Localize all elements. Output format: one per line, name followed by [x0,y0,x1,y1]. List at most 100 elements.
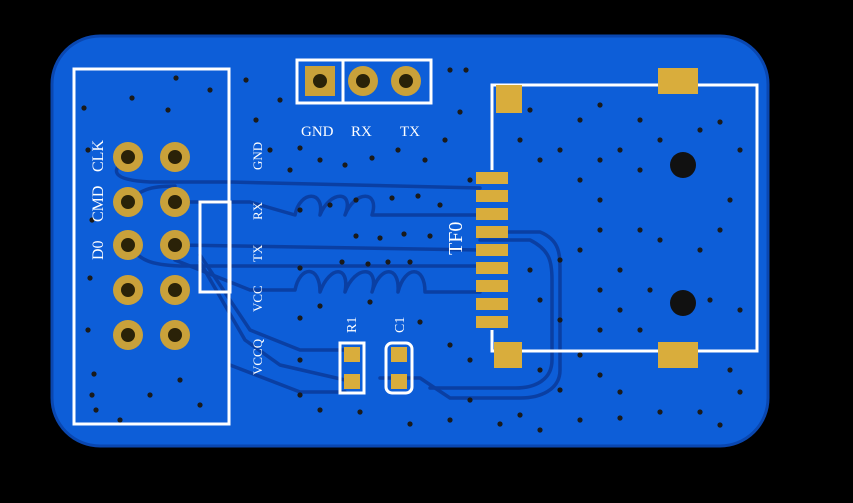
connector-pad-hole [121,328,135,342]
via [297,207,303,213]
via [407,421,413,427]
via [417,319,423,325]
connector-pad-hole [121,238,135,252]
via [717,227,723,233]
label-r1: R1 [345,317,360,333]
via [317,157,323,163]
label-rx-side: RX [250,201,265,220]
via [389,195,395,201]
via [467,357,473,363]
via [427,233,433,239]
via-array [81,67,743,433]
via [447,67,453,73]
c1-pad-top [391,347,407,362]
tf-shield-pad-tr [658,68,698,94]
via [129,95,135,101]
via [697,247,703,253]
via [577,247,583,253]
via [197,402,203,408]
via [317,407,323,413]
via [577,417,583,423]
connector-pad-hole [168,150,182,164]
via [297,392,303,398]
r1-pad-bottom [344,374,360,389]
tf-contact-pad [476,226,508,238]
via [697,127,703,133]
via [401,231,407,237]
connector-pad-hole [168,283,182,297]
via [297,357,303,363]
via [385,259,391,265]
tf-shield-pad-tl [496,85,522,113]
via [557,387,563,393]
via [395,147,401,153]
tf-shield-pad-bl [494,342,522,368]
tf-contact-pad [476,172,508,184]
connector-pad-hole [168,328,182,342]
via [597,157,603,163]
via [147,392,153,398]
via [89,217,95,223]
via [342,162,348,168]
tf-contact-pad [476,280,508,292]
tf-contact-pad [476,190,508,202]
via [297,315,303,321]
label-vcc-side: VCC [250,285,265,312]
c1-pad-bottom [391,374,407,389]
via [467,177,473,183]
tf-mount-hole-top [670,152,696,178]
top-header-pin1-hole [313,74,327,88]
via [557,147,563,153]
label-c1: C1 [393,317,408,333]
via [447,342,453,348]
top-header-outline [295,58,433,105]
via [737,389,743,395]
via [657,137,663,143]
via [89,392,95,398]
via [737,147,743,153]
via [165,107,171,113]
via [267,147,273,153]
connector-pads [113,142,190,350]
top-header-pin2-hole [356,74,370,88]
tf-contact-pads [476,172,508,328]
via [597,287,603,293]
via [117,417,123,423]
via [369,155,375,161]
via [707,297,713,303]
via [557,257,563,263]
via [727,197,733,203]
via [442,137,448,143]
via [537,367,543,373]
via [577,352,583,358]
via [727,367,733,373]
via [577,177,583,183]
via [353,197,359,203]
via [527,107,533,113]
via [597,102,603,108]
via [537,427,543,433]
via [243,77,249,83]
via [527,267,533,273]
via [717,119,723,125]
tf-contact-pad [476,262,508,274]
tf-contact-pad [476,208,508,220]
tf-socket-outline [490,83,759,353]
via [339,259,345,265]
via [637,167,643,173]
header-label-gnd: GND [301,124,334,140]
via [447,417,453,423]
via [617,147,623,153]
via [353,233,359,239]
tf-mount-hole-bottom [670,290,696,316]
via [597,372,603,378]
via [457,109,463,115]
via [377,235,383,241]
connector-pad-hole [168,195,182,209]
c1-outline [384,341,414,395]
via [91,371,97,377]
label-clk: CLK [90,140,107,172]
via [577,117,583,123]
tf-shield-pad-br [658,342,698,368]
